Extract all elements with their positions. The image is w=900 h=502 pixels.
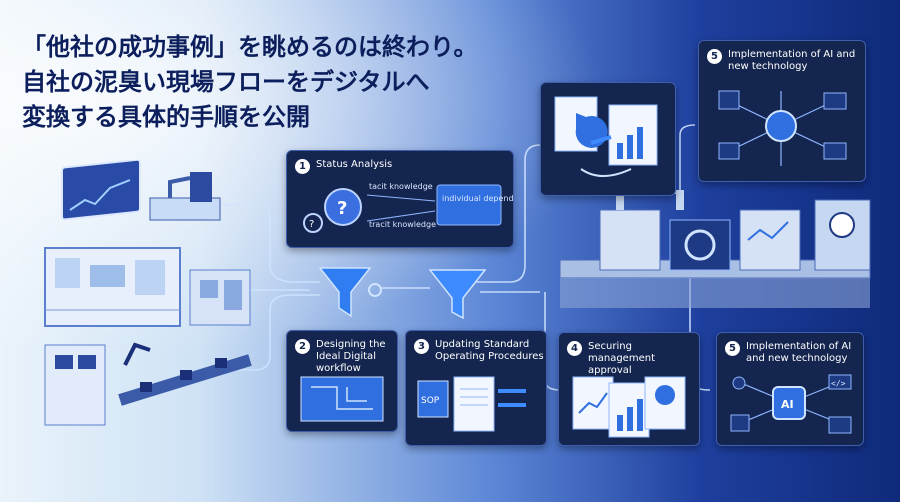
step-sop-panel: 3 Updating Standard Operating Procedures… — [405, 330, 547, 446]
machinery-icon — [560, 190, 871, 308]
individual-dependencies-label: individual dependencies — [442, 194, 513, 203]
note-1: tacit knowledge — [369, 182, 433, 191]
database-icon — [730, 414, 750, 432]
step-design-panel: 2 Designing the Ideal Digital workflow — [286, 330, 398, 432]
filter-funnel-icon — [428, 269, 487, 320]
code-icon — [823, 142, 847, 160]
ai-chip-label: AI — [781, 398, 794, 411]
step-number: 4 — [567, 341, 582, 356]
document-chart-illustration — [554, 96, 658, 177]
ai-chip-icon — [772, 386, 806, 420]
funnel-icon — [318, 267, 382, 318]
warehouse-room-icon — [44, 247, 181, 327]
document-icon — [453, 376, 495, 432]
step-title: Implementation of AI and new technology — [746, 341, 852, 364]
step-title: Updating Standard Operating Procedures — [435, 339, 544, 362]
step-status-analysis-panel: 1 Status Analysis ? ? tacit knowledge tr… — [286, 150, 514, 248]
ai-brain-icon — [765, 110, 797, 142]
title-line-1: 「他社の成功事例」を眺めるのは終わり。 — [22, 33, 478, 61]
chip-icon — [718, 90, 740, 110]
step-number: 2 — [295, 339, 310, 354]
sop-label: SOP — [421, 396, 440, 406]
step-title: Implementation of AI and new technology — [728, 49, 856, 72]
step-implementation-bottom-panel: 5 Implementation of AI and new technolog… — [716, 332, 864, 446]
code-window-icon — [828, 374, 852, 390]
screen-icon — [823, 92, 847, 110]
title-line-3: 変換する具体的手順を公開 — [22, 103, 310, 131]
gear-question-icon: ? ? — [303, 188, 362, 233]
step-title: Designing the Ideal Digital workflow — [316, 339, 386, 374]
status-analysis-illustration: ? ? tacit knowledge tracit knowledge ind… — [303, 182, 513, 233]
ai-network-illustration — [718, 90, 847, 166]
step-title: Securing management approval — [588, 341, 655, 376]
page-title: 「他社の成功事例」を眺めるのは終わり。 自社の泥臭い現場フローをデジタルへ 変換… — [22, 30, 478, 135]
step-implementation-top-panel: 5 Implementation of AI and new technolog… — [698, 40, 866, 182]
step-number: 3 — [414, 339, 429, 354]
ai-chip-illustration: AI </> — [730, 374, 852, 434]
funnels — [318, 267, 487, 320]
blueprint-illustration — [300, 376, 384, 422]
assembly-line-icon — [44, 342, 252, 426]
machines-icon — [189, 269, 251, 326]
factory-scenes — [44, 160, 252, 426]
tracit-knowledge-label: tracit knowledge — [369, 220, 436, 229]
step-number: 5 — [725, 341, 740, 356]
note-2: tracit knowledge — [369, 220, 436, 229]
document-transform-panel — [540, 82, 676, 196]
tacit-knowledge-label: tacit knowledge — [369, 182, 433, 191]
note-3: individual dependencies — [442, 194, 513, 203]
code-label: </> — [831, 379, 846, 388]
robot-arm-icon — [149, 172, 221, 221]
svg-text:?: ? — [309, 219, 314, 230]
server-icon — [828, 416, 852, 434]
factory-machinery — [560, 190, 871, 308]
step-title: Status Analysis — [316, 159, 393, 170]
server-icon — [718, 142, 740, 160]
step-number: 1 — [295, 159, 310, 174]
sop-documents-illustration: SOP — [417, 376, 526, 432]
title-line-2: 自社の泥臭い現場フローをデジタルへ — [22, 68, 430, 96]
step-approval-panel: 4 Securing management approval — [558, 332, 700, 446]
monitor-chart-icon — [61, 160, 141, 221]
approval-reports-illustration — [572, 376, 686, 438]
svg-text:?: ? — [337, 198, 347, 219]
blueprint-icon — [300, 376, 384, 422]
step-number: 5 — [707, 49, 722, 64]
gear-icon — [732, 376, 746, 390]
